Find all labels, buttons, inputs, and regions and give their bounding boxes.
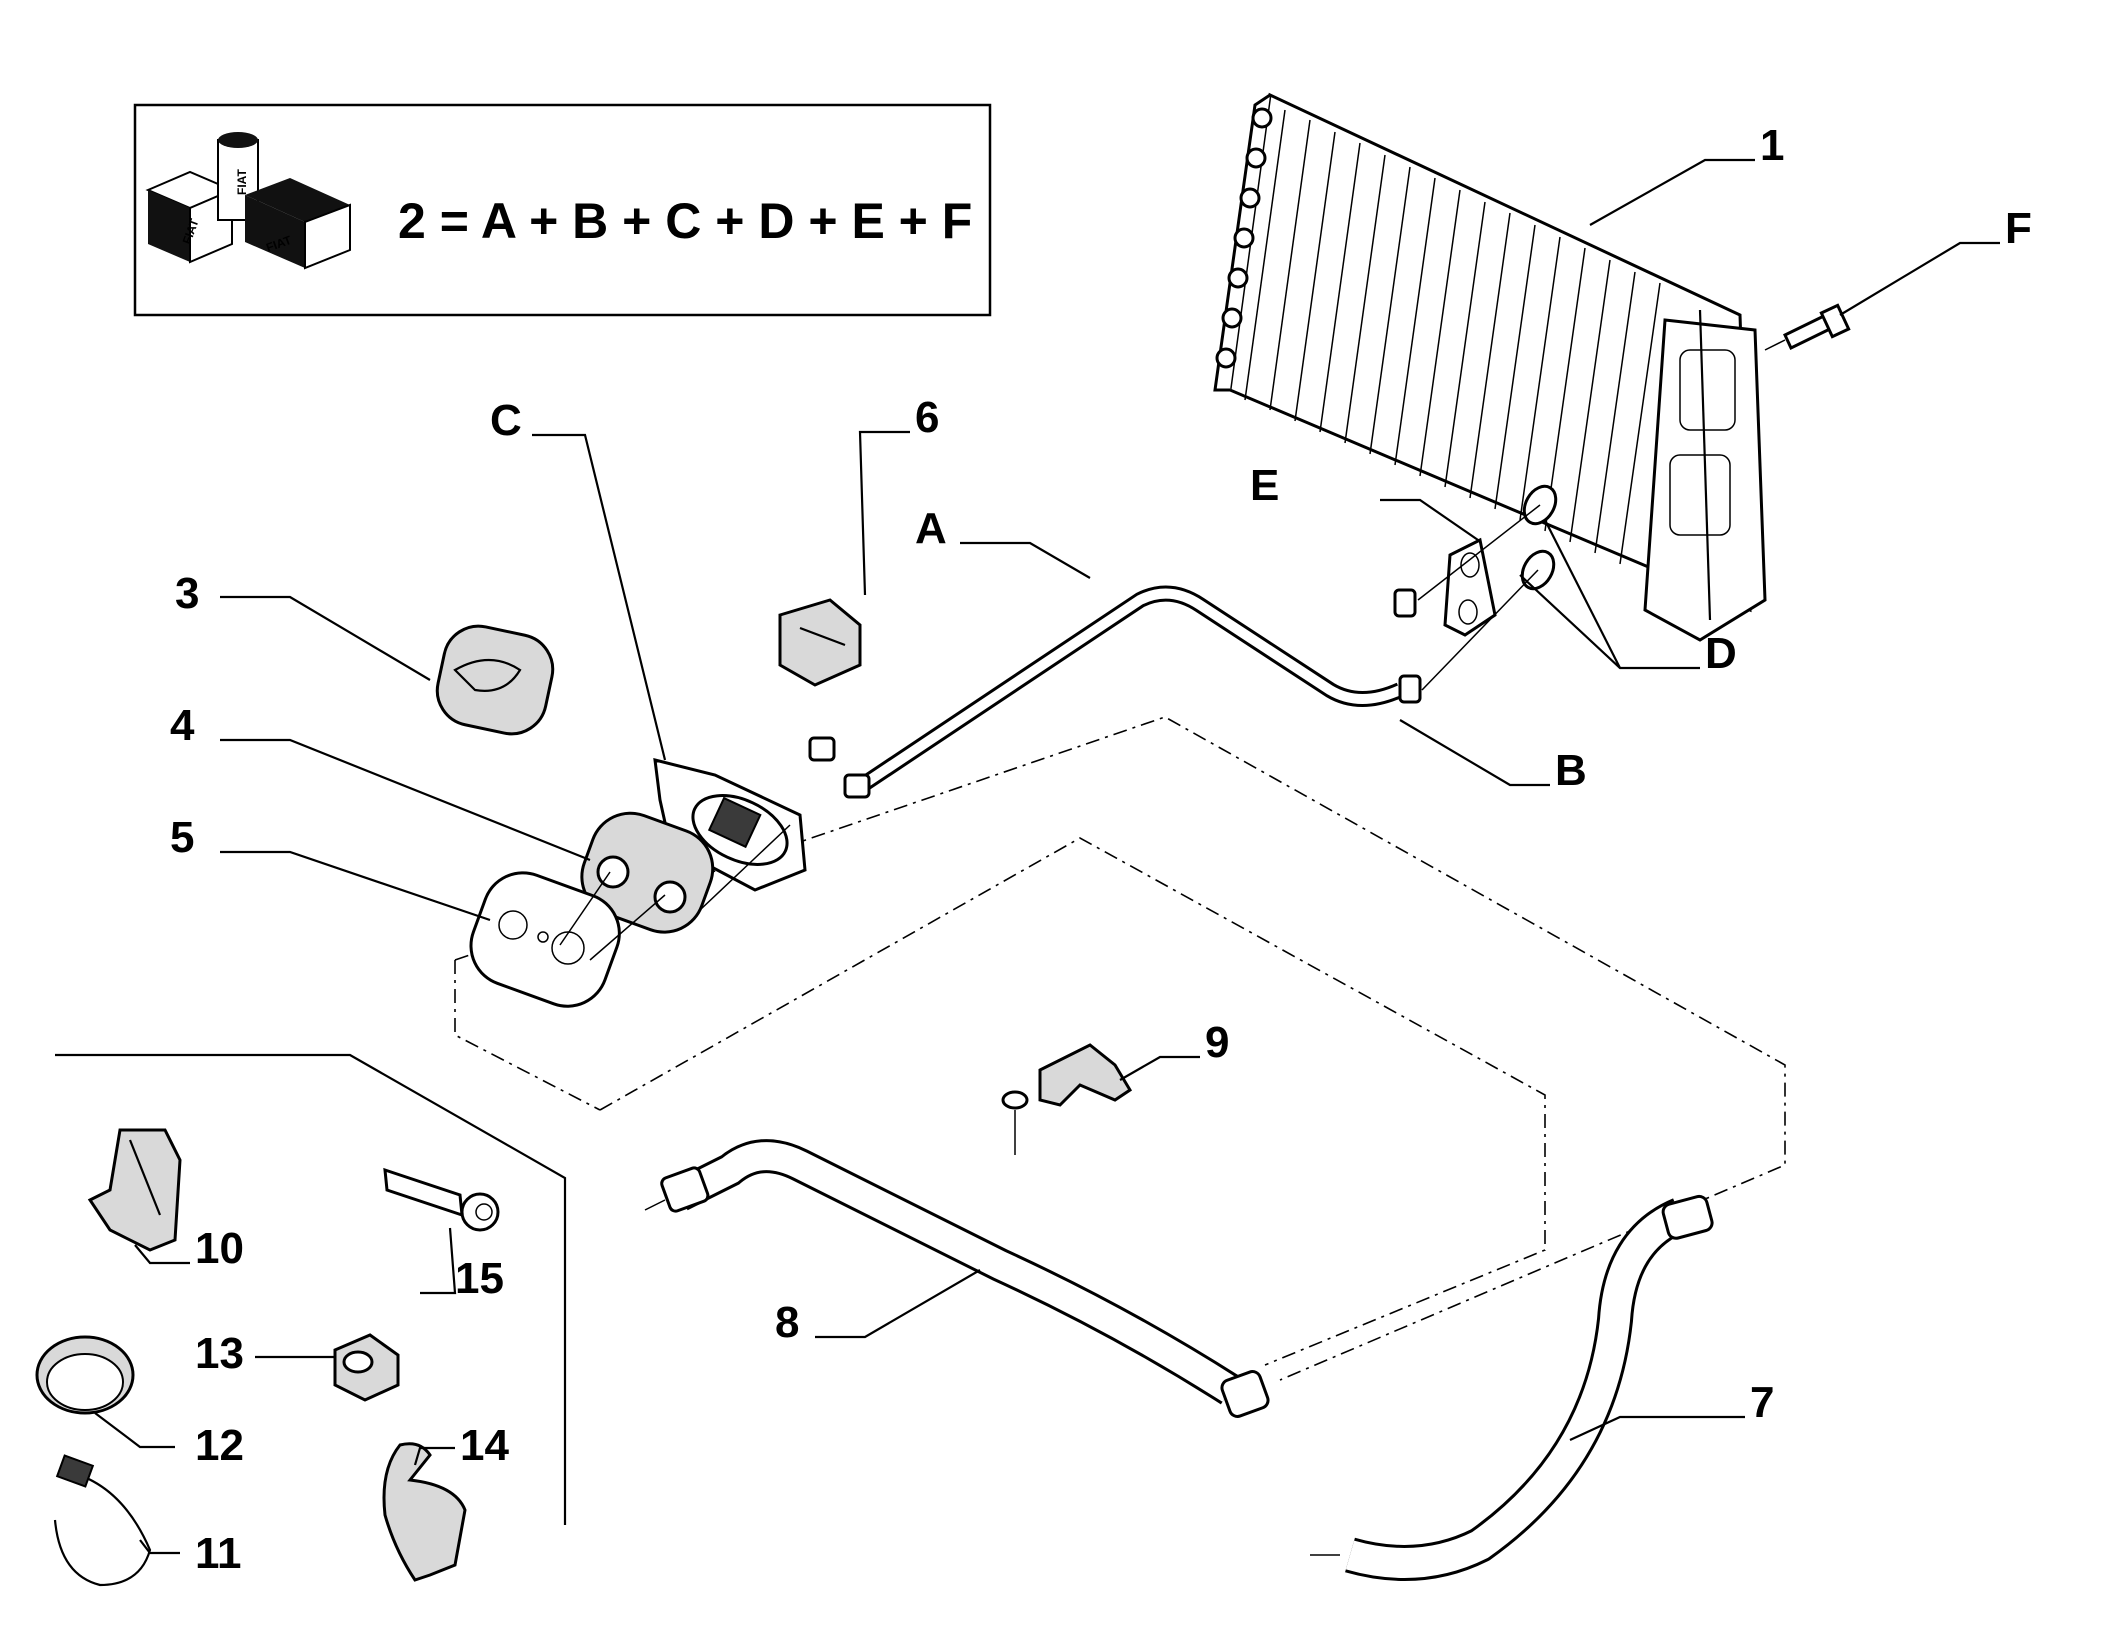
hose-clamp-11-icon	[53, 1454, 152, 1587]
hose-clamp-12-icon	[35, 1335, 135, 1415]
heater-core-tank-bumps	[1215, 107, 1273, 369]
callout-4: 4	[170, 701, 195, 750]
callout-8: 8	[775, 1298, 799, 1347]
callout-11: 11	[195, 1529, 242, 1578]
heater-core-icon	[1213, 92, 1767, 642]
callout-9: 9	[1205, 1018, 1229, 1067]
hose-8-icon	[644, 1139, 1270, 1418]
callout-3: 3	[175, 569, 199, 618]
heater-core-fins	[1244, 109, 1661, 565]
flange-icon	[653, 758, 807, 892]
callout-12: 12	[195, 1421, 244, 1470]
callout-c: C	[490, 396, 522, 445]
clip-6-icon	[778, 598, 862, 687]
parts-divider	[55, 1053, 567, 1525]
callout-10: 10	[195, 1224, 244, 1273]
leader-lines	[94, 158, 2000, 1555]
callout-f: F	[2005, 204, 2032, 253]
callout-e: E	[1250, 461, 1279, 510]
clip-10-icon	[87, 1128, 182, 1252]
nut-13-icon	[333, 1333, 400, 1402]
callout-6: 6	[915, 393, 939, 442]
callout-b: B	[1555, 746, 1587, 795]
grommet-3-icon	[435, 624, 555, 736]
clip-14-icon	[382, 1442, 467, 1582]
pipe-icon	[808, 504, 1541, 799]
callout-5: 5	[170, 813, 194, 862]
kit-formula: 2 = A + B + C + D + E + F	[398, 193, 972, 249]
screw-15-icon	[383, 1167, 500, 1232]
callout-15: 15	[455, 1254, 504, 1303]
callout-labels: 1 F 6 C A E D B 3 4 5 9 7 8 10 15 13 12 …	[170, 121, 2032, 1578]
callout-14: 14	[460, 1421, 509, 1470]
kit-box: FIAT FIAT FIAT 2 = A + B + C + D + E + F	[133, 103, 992, 317]
assembly-outlines	[454, 716, 1786, 1381]
kit-brand-label-2: FIAT	[235, 169, 249, 195]
callout-d: D	[1705, 629, 1737, 678]
callout-a: A	[915, 504, 947, 553]
callout-13: 13	[195, 1329, 244, 1378]
callout-1: 1	[1760, 121, 1784, 170]
screw-f-icon	[1764, 303, 1851, 351]
bracket-9-icon	[1001, 1043, 1133, 1155]
callout-7: 7	[1750, 1378, 1774, 1427]
kit-box-icon: FIAT FIAT FIAT	[145, 132, 351, 270]
hose-7-icon	[1310, 1194, 1714, 1581]
gasket-4-icon	[580, 811, 715, 934]
